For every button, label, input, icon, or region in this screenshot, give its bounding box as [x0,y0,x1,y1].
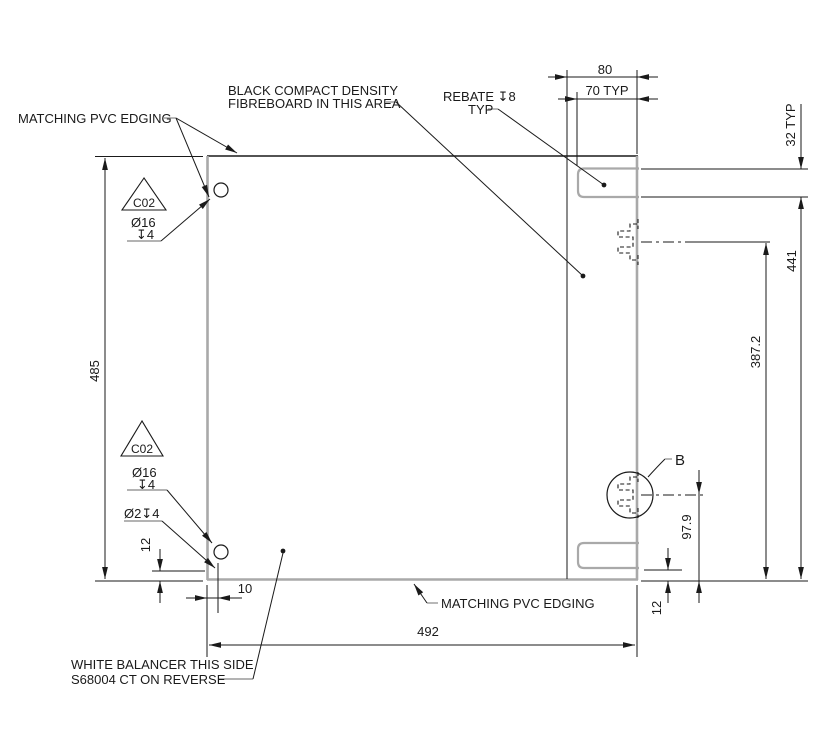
label-hole2-bottom: Ø2↧4 [124,506,159,521]
detail-b-leader [647,458,666,478]
leader-matching-pvc-top [164,117,238,198]
label-balancer-line1: WHITE BALANCER THIS SIDE [71,657,254,672]
dim-492 [206,585,638,657]
leader-hole2-bottom [124,520,216,569]
dim-97-9-value: 97.9 [679,514,694,539]
dim-441 [641,197,808,582]
dim-80-value: 80 [598,62,612,77]
label-hole16-top-depth: ↧4 [136,227,154,242]
edge-code-triangle-bottom: C02 [120,419,164,457]
dim-32-typ-value: 32 TYP [783,103,798,146]
label-rebate-line2: TYP [468,102,493,117]
label-matching-pvc-top: MATCHING PVC EDGING [18,111,172,126]
label-rebate-line1: REBATE ↧8 [443,89,516,104]
bottom-rebate-slot [576,541,639,570]
dim-387-2-value: 387.2 [748,336,763,369]
label-hole16-top-dia: Ø16 [131,215,156,230]
dim-80 [548,70,658,166]
leader-hole16-top [127,198,211,242]
dim-485 [95,156,203,582]
dim-485-value: 485 [87,360,102,382]
hinge-top [617,218,770,266]
edge-code-triangle-top: C02 [120,177,168,211]
label-hole16-bottom-dia: Ø16 [132,465,157,480]
leader-matching-pvc-bottom [413,583,438,604]
label-hole16-bottom-depth: ↧4 [137,477,155,492]
label-balancer-line2: S68004 CT ON REVERSE [71,672,226,687]
hole-top [213,182,229,198]
dim-492-value: 492 [417,624,439,639]
leader-black-fibreboard [386,101,586,279]
dim-70-typ-value: 70 TYP [585,83,628,98]
dim-10-value: 10 [238,581,252,596]
dim-12-left [152,549,205,603]
hole-bottom [213,544,229,560]
leader-hole16-bottom [127,489,213,544]
dim-10 [186,563,242,613]
label-black-fibreboard-line2: FIBREBOARD IN THIS AREA [228,96,401,111]
label-matching-pvc-bottom: MATCHING PVC EDGING [441,596,595,611]
dim-12-left-value: 12 [138,538,153,552]
dim-32-typ [641,104,808,198]
hinge-detail-b [606,458,703,519]
leader-white-balancer [219,548,286,680]
dim-12-right [644,548,682,603]
dim-12-right-value: 12 [649,601,664,615]
detail-b-label: B [675,452,685,469]
panel-outline [206,155,639,581]
detail-b-circle [606,471,654,519]
edge-code-bottom-label: C02 [131,442,153,456]
leader-rebate [488,108,607,188]
edge-code-top-label: C02 [133,196,155,210]
label-black-fibreboard-line1: BLACK COMPACT DENSITY [228,83,398,98]
dim-441-value: 441 [784,250,799,272]
